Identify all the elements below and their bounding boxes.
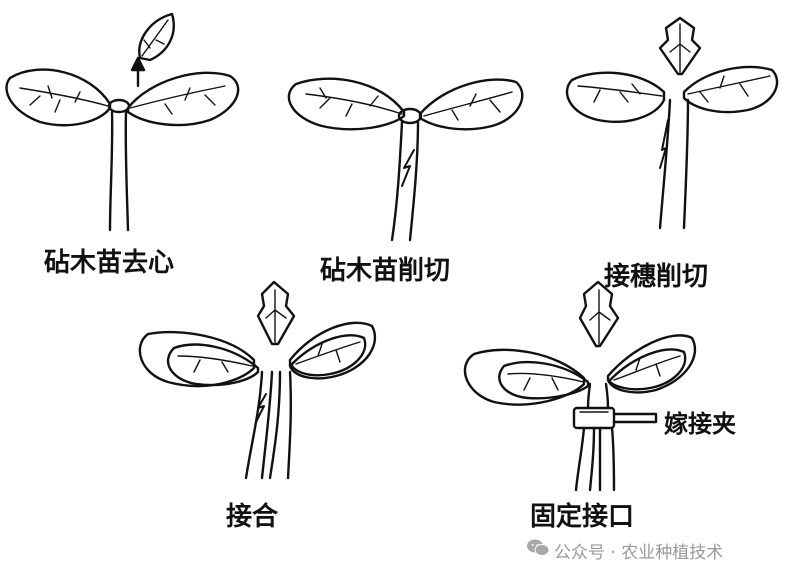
label-step-5: 固定接口 (530, 502, 635, 532)
stage-secure (465, 282, 695, 490)
wechat-icon (526, 538, 550, 558)
right-cotyledon (128, 73, 238, 125)
scion-leaf (660, 18, 700, 74)
label-step-4: 接合 (226, 502, 279, 532)
label-step-3: 接穗削切 (604, 262, 709, 292)
wedge-cut (660, 120, 668, 168)
cut-mark (402, 150, 414, 186)
watermark-text: 公众号 · 农业种植技术 (554, 543, 724, 563)
stage-rootstock-decap (7, 14, 239, 230)
stage-rootstock-cut (289, 79, 522, 240)
stage-scion-cut (567, 18, 777, 228)
label-step-1: 砧木苗去心 (44, 248, 175, 278)
removed-heart-leaf (139, 14, 173, 60)
left-cotyledon (7, 70, 110, 126)
stage-join (140, 282, 375, 478)
label-step-2: 砧木苗削切 (320, 256, 451, 286)
label-grafting-clip: 嫁接夹 (664, 410, 736, 438)
clip-handle (614, 414, 656, 422)
grafting-clip (574, 408, 614, 428)
